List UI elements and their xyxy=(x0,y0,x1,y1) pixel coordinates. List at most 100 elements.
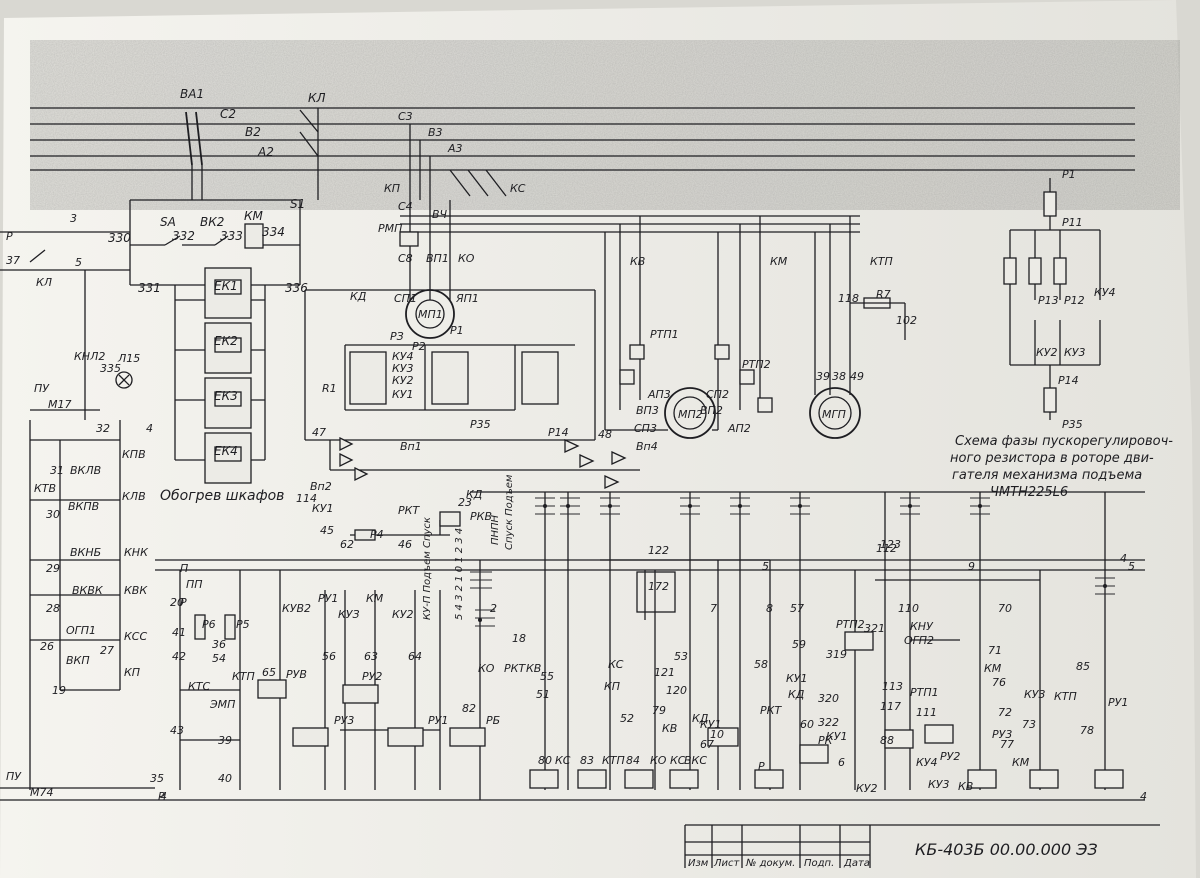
svg-text:26: 26 xyxy=(40,640,54,653)
circuit-label: 120 xyxy=(666,684,687,697)
motor-mp2: МП2 xyxy=(678,408,703,421)
circuit-label: КТП xyxy=(1054,690,1077,703)
svg-text:37: 37 xyxy=(6,254,20,267)
circuit-label: 43 xyxy=(170,724,184,737)
svg-text:КД: КД xyxy=(350,290,367,303)
control-circuit-wiring xyxy=(179,492,1106,800)
svg-text:РТП2: РТП2 xyxy=(742,358,771,371)
circuit-label: РБ xyxy=(486,714,500,727)
svg-text:Лист: Лист xyxy=(713,858,741,869)
circuit-label: 23 xyxy=(458,496,472,509)
svg-text:Р: Р xyxy=(6,230,13,243)
svg-text:Вп1: Вп1 xyxy=(400,440,422,453)
circuit-label: 73 xyxy=(1022,718,1036,731)
circuit-label: 65 xyxy=(262,666,276,679)
circuit-label: 114 xyxy=(296,492,317,505)
svg-text:4: 4 xyxy=(160,790,167,803)
svg-text:ЯП1: ЯП1 xyxy=(455,292,479,305)
svg-text:КУ4: КУ4 xyxy=(392,350,414,363)
circuit-label: 4 xyxy=(1140,790,1147,803)
circuit-label: 113 xyxy=(882,680,903,693)
heater-caption: Обогрев шкафов xyxy=(160,488,284,504)
circuit-label: КМ xyxy=(984,662,1002,675)
svg-text:КМ: КМ xyxy=(244,209,264,223)
circuit-label: КТС xyxy=(188,680,211,693)
circuit-label: КС xyxy=(555,754,571,767)
circuit-label: КУ3 xyxy=(928,778,950,791)
svg-text:ВКП: ВКП xyxy=(66,654,90,667)
circuit-label: КВ xyxy=(662,722,677,735)
svg-text:335: 335 xyxy=(100,362,121,375)
motor-mp1-labels: МП1 СП1 ЯП1 ВП1 С8 КО КД РМП С4 ВЧ КП КС… xyxy=(310,110,658,493)
circuit-label: 46 xyxy=(398,538,412,551)
svg-text:СП2: СП2 xyxy=(706,388,729,401)
svg-text:39: 39 xyxy=(816,370,830,383)
svg-text:32: 32 xyxy=(96,422,110,435)
svg-text:Спуск Подъем: Спуск Подъем xyxy=(504,474,515,550)
svg-text:КТВ: КТВ xyxy=(34,482,56,495)
circuit-label: 6 xyxy=(838,756,845,769)
svg-text:КУ-П Подъем Спуск: КУ-П Подъем Спуск xyxy=(422,517,433,620)
svg-text:31: 31 xyxy=(50,464,64,477)
svg-text:5 4 3 2 1 0 1 2 3 4: 5 4 3 2 1 0 1 2 3 4 xyxy=(454,528,465,620)
svg-text:R1: R1 xyxy=(322,382,337,395)
circuit-label: Р xyxy=(758,760,765,773)
circuit-label: КУВ2 xyxy=(282,602,311,615)
contactor-block xyxy=(604,216,906,439)
svg-text:В2: В2 xyxy=(245,125,261,139)
heater-ek4: ЕК4 xyxy=(214,444,238,458)
circuit-label: 110 xyxy=(898,602,919,615)
svg-text:48: 48 xyxy=(598,428,612,441)
circuit-label: КО xyxy=(478,662,495,675)
multi-position-switches xyxy=(470,497,1115,627)
svg-text:S1: S1 xyxy=(290,197,305,211)
circuit-label: 319 xyxy=(826,648,847,661)
circuit-label: 62 xyxy=(340,538,354,551)
circuit-label: 53 xyxy=(674,650,688,663)
circuit-label: 79 xyxy=(652,704,666,717)
svg-text:Р2: Р2 xyxy=(412,340,426,353)
circuit-label: 85 xyxy=(1076,660,1090,673)
svg-text:Дата: Дата xyxy=(843,858,870,869)
svg-text:С8: С8 xyxy=(398,252,413,265)
svg-text:Р11: Р11 xyxy=(1062,216,1083,229)
circuit-label: 111 xyxy=(916,706,937,719)
svg-text:Л15: Л15 xyxy=(117,352,140,365)
circuit-label: 7 xyxy=(710,602,717,615)
control-circuit-coils xyxy=(194,511,1124,789)
circuit-label: 172 xyxy=(648,580,669,593)
circuit-label: 52 xyxy=(620,712,634,725)
circuit-label: 112 xyxy=(876,542,897,555)
circuit-label: РТП2 xyxy=(836,618,865,631)
heater-labels: ЕК1 ЕК2 ЕК3 ЕК4 Обогрев шкафов SA ВК2 КМ… xyxy=(108,87,326,504)
circuit-label: КС xyxy=(670,754,686,767)
circuit-label: 321 xyxy=(864,622,885,635)
svg-text:ВА1: ВА1 xyxy=(180,87,204,101)
circuit-label: Р5 xyxy=(236,618,250,631)
circuit-label: КП xyxy=(604,680,620,693)
circuit-label: 84 xyxy=(626,754,640,767)
svg-text:ВЧ: ВЧ xyxy=(432,208,448,221)
circuit-label: РУ2 xyxy=(362,670,382,683)
svg-text:ВП3: ВП3 xyxy=(636,404,659,417)
circuit-label: РКТ xyxy=(398,504,420,517)
circuit-label: 8 xyxy=(766,602,773,615)
circuit-label: КС xyxy=(608,658,624,671)
circuit-label: 122 xyxy=(648,544,669,557)
circuit-label: 83 xyxy=(580,754,594,767)
circuit-label: 59 xyxy=(792,638,806,651)
svg-text:гателя механизма подъема: гателя механизма подъема xyxy=(952,468,1142,483)
svg-text:333: 333 xyxy=(220,229,243,243)
svg-text:Р1: Р1 xyxy=(450,324,464,337)
svg-text:4: 4 xyxy=(146,422,153,435)
circuit-label: КУ4 xyxy=(916,756,938,769)
svg-text:49: 49 xyxy=(850,370,864,383)
circuit-label: 2 xyxy=(490,602,497,615)
svg-text:РЗ: РЗ xyxy=(390,330,404,343)
svg-text:РТП1: РТП1 xyxy=(650,328,679,341)
circuit-label: 70 xyxy=(998,602,1012,615)
svg-text:№ докум.: № докум. xyxy=(745,858,795,869)
circuit-label: 64 xyxy=(408,650,422,663)
circuit-label: КУ2 xyxy=(856,782,878,795)
